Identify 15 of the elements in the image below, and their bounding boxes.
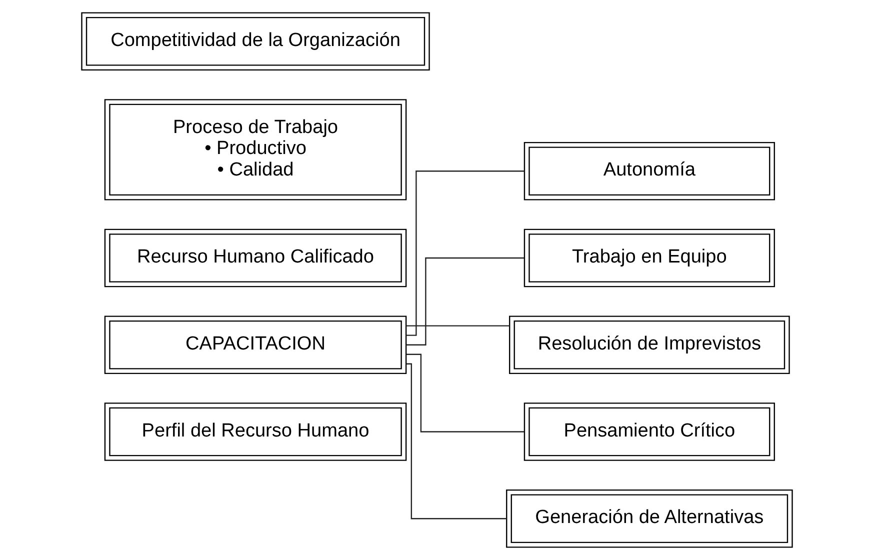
node-box: Recurso Humano Calificado (104, 228, 407, 288)
connector (406, 170, 524, 336)
connector (406, 354, 524, 432)
node-box: Proceso de Trabajo • Productivo • Calidad (104, 99, 407, 200)
node-box: Generación de Alternativas (506, 489, 793, 548)
node-box: Competitividad de la Organización (81, 12, 430, 71)
connector (406, 257, 524, 346)
node-box: Resolución de Imprevistos (509, 316, 790, 374)
node-box: Trabajo en Equipo (524, 228, 775, 288)
node-box: Pensamiento Crítico (524, 402, 775, 461)
node-box: CAPACITACION (104, 316, 407, 374)
node-box: Perfil del Recurso Humano (104, 402, 407, 461)
node-box: Autonomía (524, 142, 775, 200)
connector (406, 325, 510, 326)
connector (406, 363, 507, 520)
